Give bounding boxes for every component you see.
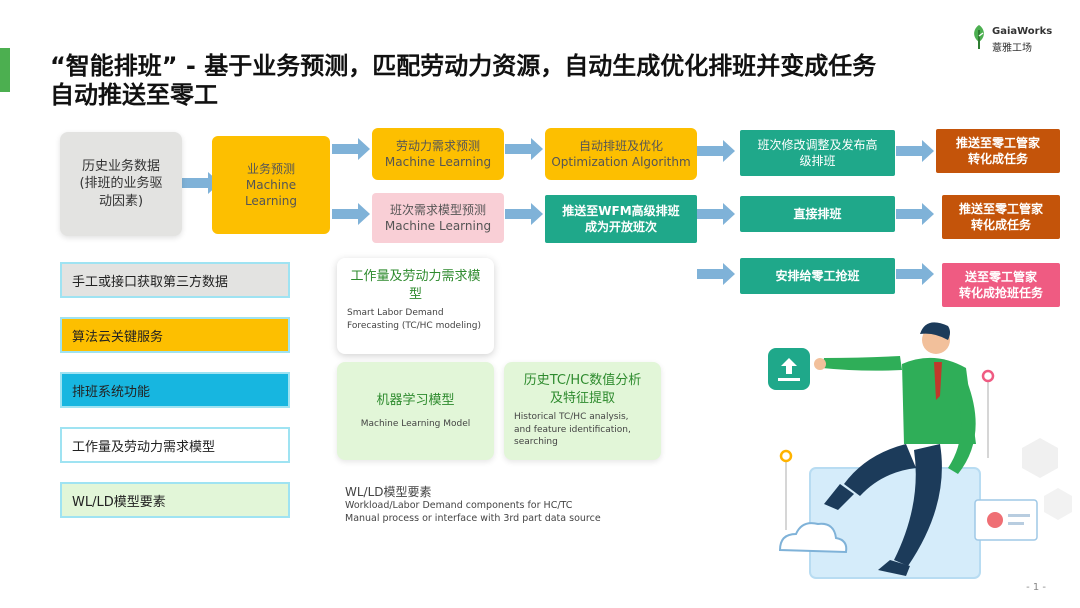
arrow-modify-to-out1 — [896, 140, 934, 162]
shift-demand-label: 班次需求模型预测 — [389, 202, 486, 217]
ml-model-desc: Machine Learning Model — [360, 418, 471, 429]
legend-third-party-data: 手工或接口获取第三方数据 — [60, 262, 290, 298]
shift-demand-sub: Machine Learning — [384, 219, 492, 233]
gig-grab-label: 安排给零工抢班 — [775, 268, 860, 283]
notes-title: WL/LD模型要素 — [345, 485, 432, 499]
history-analysis-title-2: 及特征提取 — [549, 390, 615, 406]
page-title: “智能排班” - 基于业务预测，匹配劳动力资源，自动生成优化排班并变成任务 自动… — [50, 52, 1010, 110]
gaiaworks-logo: GaiaWorks 薏雅工场 — [970, 24, 1070, 54]
history-analysis-desc-1: Historical TC/HC analysis, — [514, 412, 629, 423]
legend-scheduling-system: 排班系统功能 — [60, 372, 290, 408]
leaf-logo-icon — [974, 25, 984, 49]
demand-model-title: 工作量及劳动力需求模 型 — [347, 268, 484, 303]
history-data-sub2: 动因素) — [98, 193, 144, 209]
arrow-to-gig-grab — [697, 263, 735, 285]
demand-model-desc-2: Forecasting (TC/HC modeling) — [347, 320, 482, 331]
legend-algorithm-label: 算法云关键服务 — [72, 329, 164, 345]
direct-schedule-label: 直接排班 — [793, 206, 842, 221]
demand-model-title-1: 工作量及劳动力需求模 — [350, 269, 481, 284]
legend-wl-ld-label: WL/LD模型要素 — [72, 494, 166, 510]
legend-notes: WL/LD模型要素 Workload/Labor Demand componen… — [345, 484, 675, 526]
push-wfm-box: 推送至WFM高级排班 成为开放班次 — [545, 195, 697, 243]
history-data-label: 历史业务数据 — [81, 158, 160, 174]
output-3-label: 送至零工管家 — [964, 269, 1037, 284]
output-2-label: 推送至零工管家 — [958, 201, 1043, 216]
title-accent-bar — [0, 48, 10, 92]
history-analysis-title: 历史TC/HC数值分析 及特征提取 — [514, 372, 651, 407]
ml-model-card: 机器学习模型 Machine Learning Model — [337, 362, 494, 460]
output-1-label: 推送至零工管家 — [955, 135, 1040, 150]
arrow-shift-to-push — [505, 203, 543, 225]
push-wfm-sub: 成为开放班次 — [584, 220, 657, 234]
logo-name: GaiaWorks — [992, 26, 1053, 37]
arrow-direct-to-out2 — [896, 203, 934, 225]
output-task-box-1: 推送至零工管家 转化成任务 — [936, 129, 1060, 173]
history-data-sub1: (排班的业务驱 — [79, 176, 163, 192]
output-task-box-2: 推送至零工管家 转化成任务 — [942, 195, 1060, 239]
arrow-forecast-to-shift — [332, 203, 370, 225]
arrow-forecast-to-labor — [332, 138, 370, 160]
history-analysis-desc-3: searching — [514, 437, 558, 448]
legend-scheduling-label: 排班系统功能 — [72, 384, 151, 400]
arrow-labor-to-auto — [505, 138, 543, 160]
page-number: - 1 - — [1026, 582, 1046, 593]
business-forecast-box: 业务预测 Machine Learning — [212, 136, 330, 234]
output-2-sub: 转化成任务 — [970, 218, 1031, 232]
history-data-box: 历史业务数据 (排班的业务驱 动因素) — [60, 132, 182, 236]
demand-model-desc: Smart Labor Demand Forecasting (TC/HC mo… — [347, 307, 484, 332]
demand-model-card: 工作量及劳动力需求模 型 Smart Labor Demand Forecast… — [337, 258, 494, 354]
shift-modify-sub: 级排班 — [799, 154, 836, 168]
direct-schedule-box: 直接排班 — [740, 196, 895, 232]
logo-cn: 薏雅工场 — [992, 43, 1032, 54]
shift-modify-label: 班次修改调整及发布高 — [757, 137, 878, 152]
history-analysis-title-1: 历史TC/HC数值分析 — [523, 373, 642, 388]
notes-line-2: Manual process or interface with 3rd par… — [345, 513, 601, 524]
history-analysis-desc-2: and feature identification, — [514, 424, 631, 435]
person-illustration — [768, 322, 1072, 579]
labor-demand-forecast-box: 劳动力需求预测 Machine Learning — [372, 128, 504, 180]
demand-model-desc-1: Smart Labor Demand — [347, 308, 444, 319]
labor-demand-label: 劳动力需求预测 — [395, 138, 480, 153]
auto-schedule-box: 自动排班及优化 Optimization Algorithm — [545, 128, 697, 180]
output-3-sub: 转化成抢班任务 — [958, 286, 1043, 300]
labor-demand-sub: Machine Learning — [384, 155, 492, 169]
auto-schedule-sub: Optimization Algorithm — [551, 155, 691, 169]
history-analysis-card: 历史TC/HC数值分析 及特征提取 Historical TC/HC analy… — [504, 362, 661, 460]
title-line-1: “智能排班” - 基于业务预测，匹配劳动力资源，自动生成优化排班并变成任务 — [50, 52, 877, 80]
shift-demand-forecast-box: 班次需求模型预测 Machine Learning — [372, 193, 504, 243]
demand-model-title-2: 型 — [408, 286, 422, 302]
arrow-push-to-direct — [697, 203, 735, 225]
ml-model-title: 机器学习模型 — [376, 393, 455, 409]
legend-wl-ld-elements: WL/LD模型要素 — [60, 482, 290, 518]
push-wfm-label: 推送至WFM高级排班 — [562, 203, 680, 218]
title-line-2: 自动推送至零工 — [50, 81, 218, 109]
gig-grab-box: 安排给零工抢班 — [740, 258, 895, 294]
legend-demand-label: 工作量及劳动力需求模型 — [72, 439, 216, 455]
auto-schedule-label: 自动排班及优化 — [578, 138, 663, 153]
business-forecast-label: 业务预测 — [246, 161, 295, 176]
output-task-box-3: 送至零工管家 转化成抢班任务 — [942, 263, 1060, 307]
history-analysis-desc: Historical TC/HC analysis, and feature i… — [514, 411, 651, 449]
arrow-auto-to-modify — [697, 140, 735, 162]
output-1-sub: 转化成任务 — [967, 152, 1028, 166]
legend-third-party-label: 手工或接口获取第三方数据 — [72, 274, 229, 290]
legend-demand-model: 工作量及劳动力需求模型 — [60, 427, 290, 463]
arrow-grab-to-out3 — [896, 263, 934, 285]
business-forecast-sub2: Learning — [244, 194, 298, 209]
legend-algorithm-cloud: 算法云关键服务 — [60, 317, 290, 353]
business-forecast-sub1: Machine — [245, 177, 297, 192]
notes-line-1: Workload/Labor Demand components for HC/… — [345, 500, 573, 512]
shift-modify-box: 班次修改调整及发布高 级排班 — [740, 130, 895, 176]
